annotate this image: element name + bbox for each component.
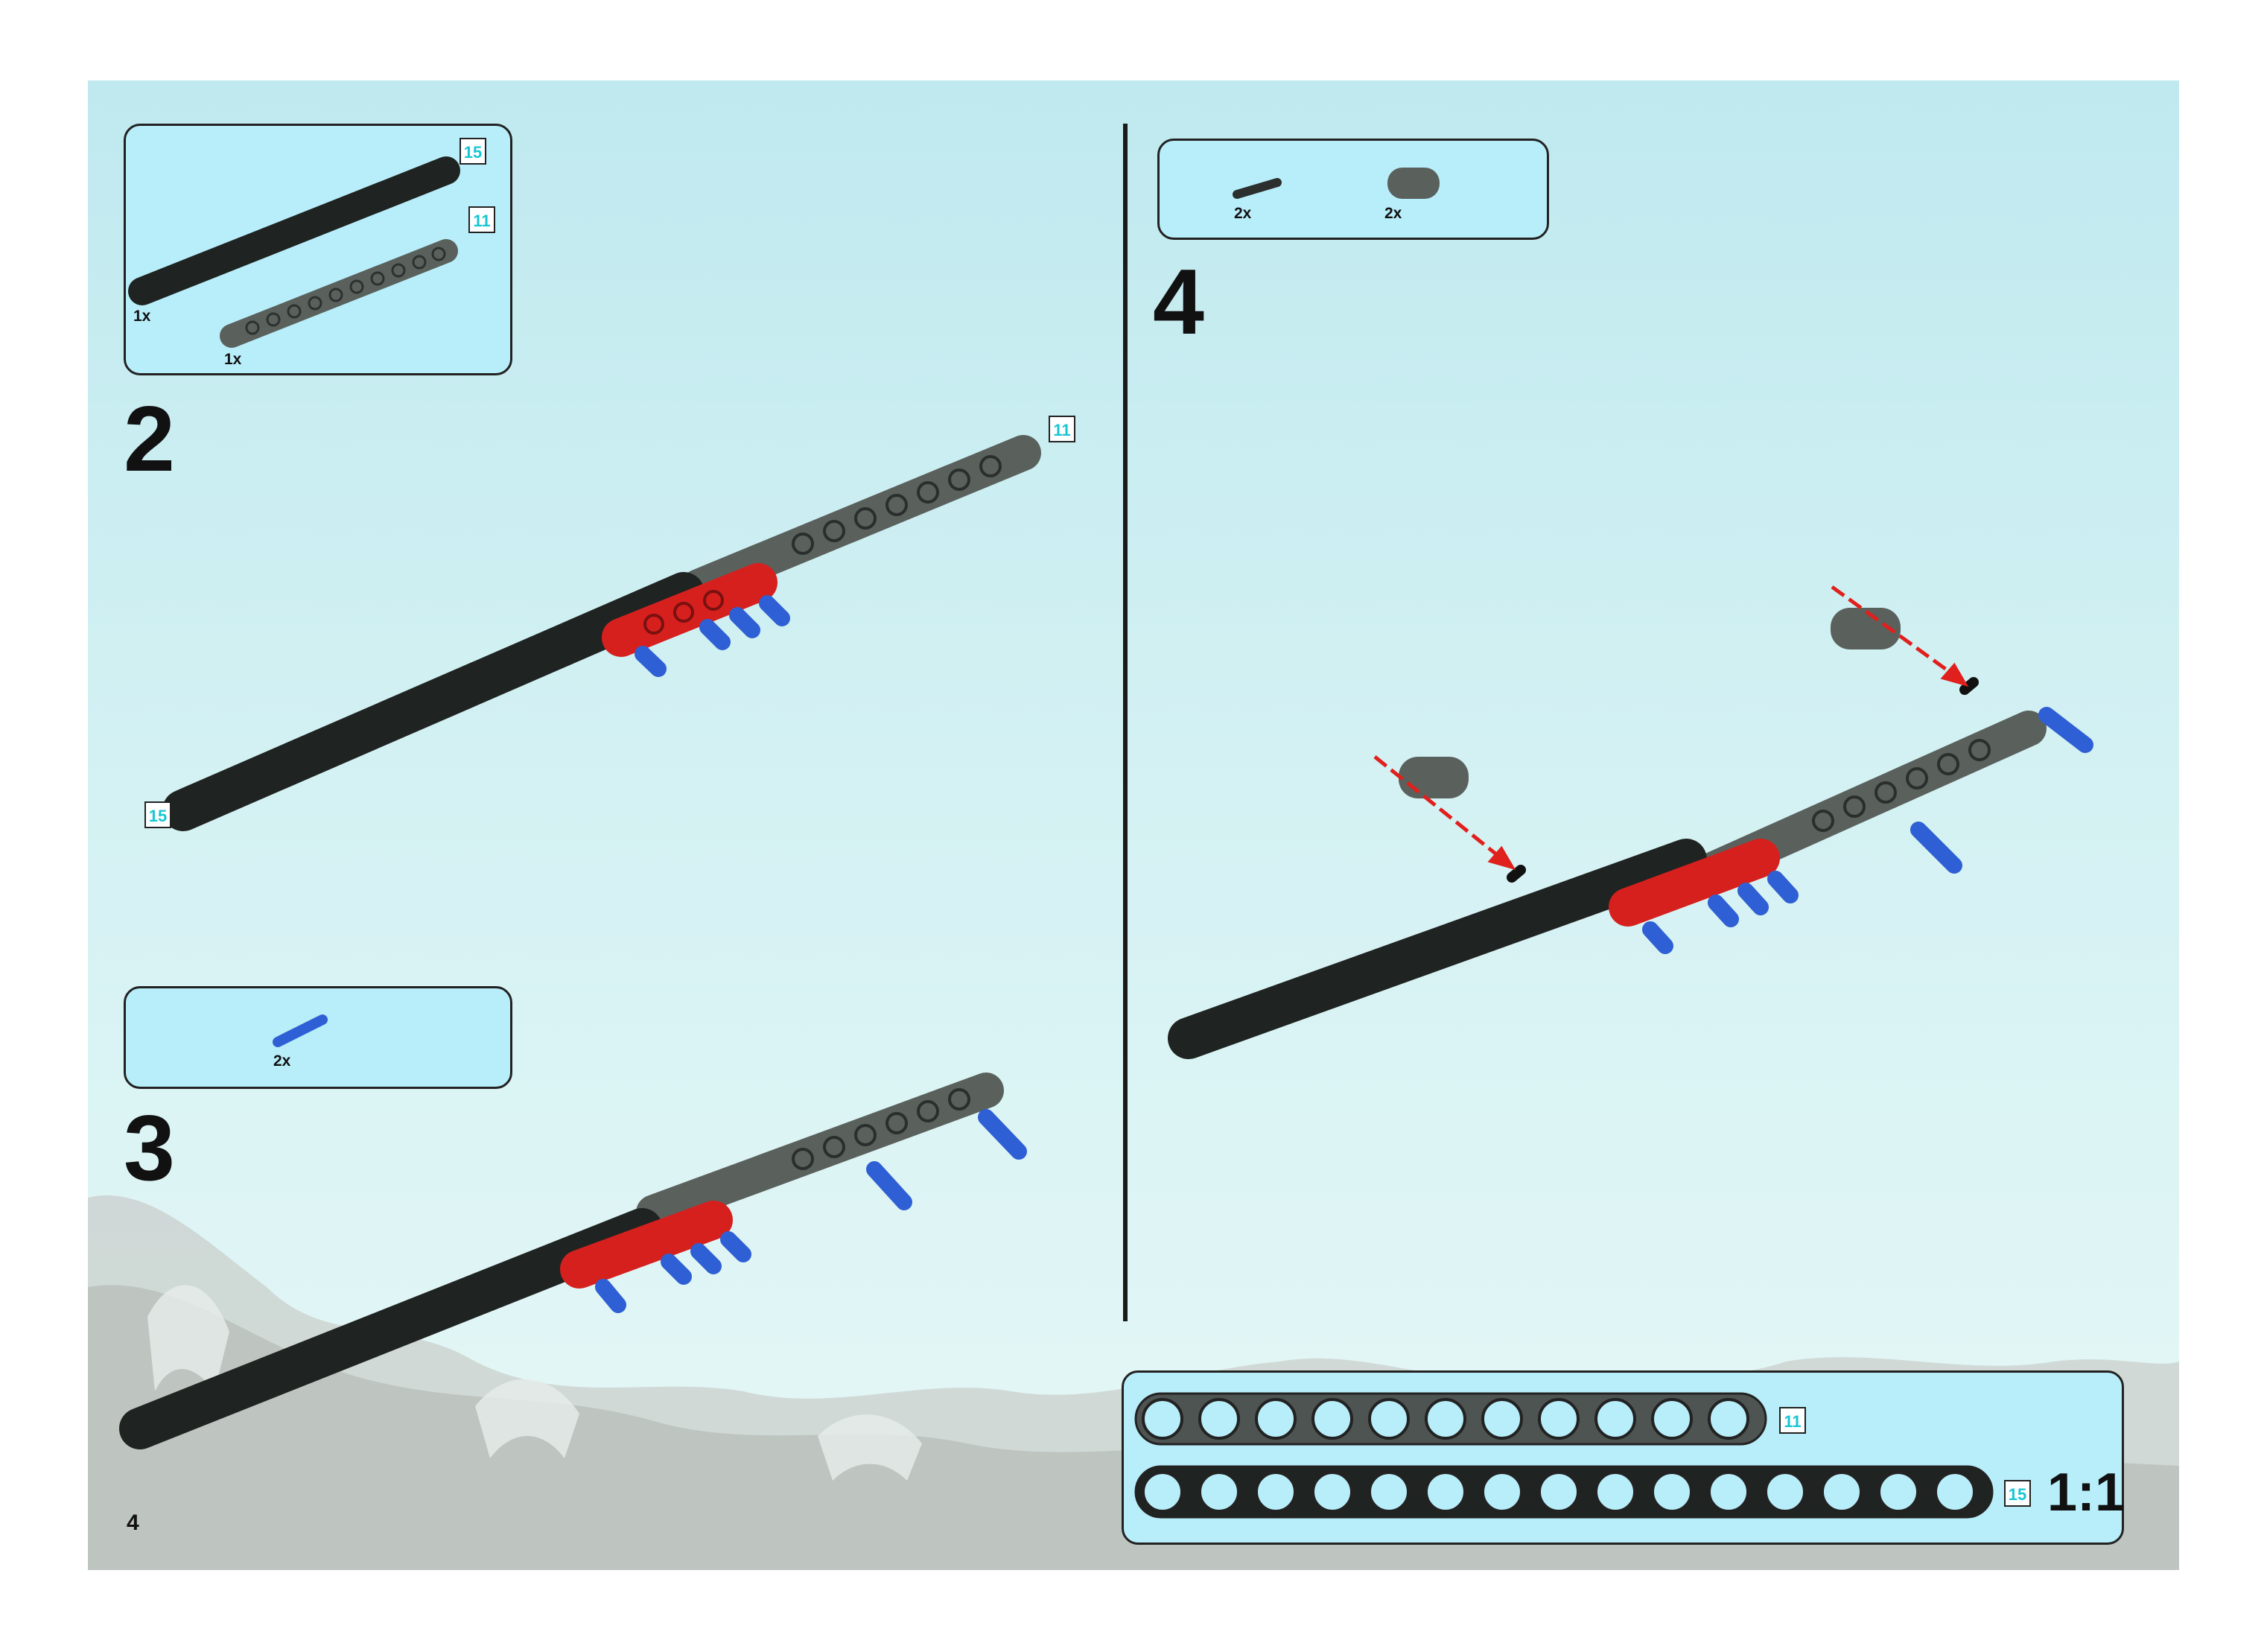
gray-beam-2-icon bbox=[1387, 168, 1440, 199]
page-number: 4 bbox=[127, 1510, 139, 1535]
scale-beam-15 bbox=[1134, 1465, 1994, 1519]
black-beam bbox=[162, 572, 705, 831]
black-beam-part-icon bbox=[128, 156, 460, 305]
part-quantity: 1x bbox=[133, 308, 151, 325]
part-quantity: 2x bbox=[1384, 205, 1402, 222]
step-2-parts-callout: 1x 15 1x 11 bbox=[124, 124, 512, 375]
scale-guide-callout: 11 15 1:1 bbox=[1122, 1370, 2125, 1545]
scale-beams-illustration bbox=[1134, 1392, 1994, 1519]
step-4-parts-illustration bbox=[1233, 168, 1440, 199]
step-3-parts-callout: 2x bbox=[124, 986, 512, 1089]
blue-axle-pin-icon bbox=[273, 1014, 328, 1047]
red-beam bbox=[602, 563, 778, 657]
insertion-arrows bbox=[1373, 585, 1969, 871]
step-2-assembly bbox=[162, 435, 1041, 831]
black-beam bbox=[1168, 839, 1707, 1059]
beam-size-tag: 11 bbox=[468, 206, 495, 233]
blue-pins bbox=[595, 1109, 1027, 1313]
step-4-parts-callout: 2x 2x bbox=[1157, 139, 1549, 240]
black-axle-pins bbox=[1507, 677, 1979, 883]
step-2-parts-illustration bbox=[128, 156, 460, 348]
column-divider bbox=[1123, 124, 1128, 1321]
step-number: 3 bbox=[124, 1097, 175, 1200]
beam-size-tag: 11 bbox=[1049, 416, 1075, 442]
beam-size-tag: 15 bbox=[144, 801, 171, 828]
beam-size-tag: 11 bbox=[1779, 1407, 1806, 1434]
red-beam bbox=[1609, 839, 1780, 927]
gray-beam-part-icon bbox=[220, 239, 458, 348]
black-axle-pin-icon bbox=[1233, 178, 1282, 199]
blue-pins bbox=[1642, 707, 2093, 954]
beam-size-tag: 15 bbox=[460, 138, 486, 165]
gray-beam bbox=[636, 1073, 1004, 1230]
black-beam bbox=[119, 1208, 663, 1449]
step-number: 2 bbox=[124, 388, 175, 491]
step-4-assembly bbox=[1168, 585, 2093, 1059]
blue-pins bbox=[635, 595, 790, 677]
step-3-assembly bbox=[119, 1073, 1027, 1449]
step-number: 4 bbox=[1153, 251, 1204, 354]
part-quantity: 2x bbox=[273, 1052, 291, 1070]
gray-beam-2-parts bbox=[1399, 608, 1901, 798]
instruction-page: 1x 15 1x 11 2 11 15 bbox=[88, 80, 2179, 1570]
scale-beam-11 bbox=[1134, 1392, 1767, 1446]
beam-size-tag: 15 bbox=[2004, 1480, 2031, 1507]
part-quantity: 1x bbox=[224, 351, 242, 368]
scale-label: 1:1 bbox=[2047, 1463, 2125, 1522]
part-quantity: 2x bbox=[1234, 205, 1252, 222]
red-beam bbox=[560, 1201, 733, 1289]
